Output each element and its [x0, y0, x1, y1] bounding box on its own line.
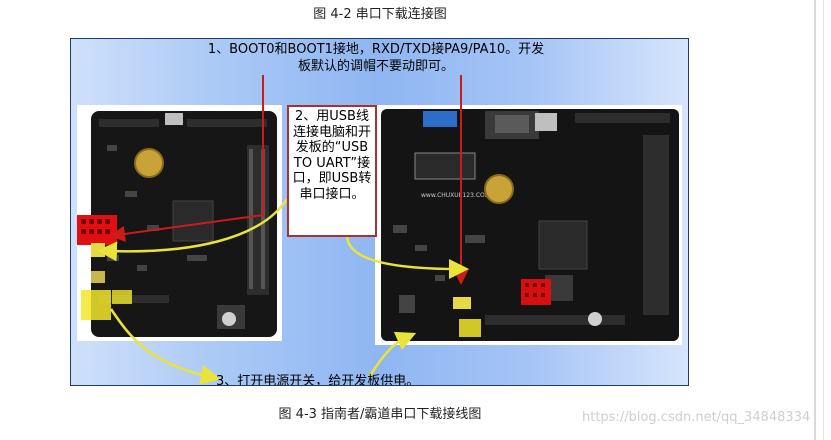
- page-divider-secondary: [823, 0, 824, 440]
- right-board-photo: www.CHUXUE123.COM: [375, 105, 682, 345]
- figure-panel: www.CHUXUE123.COM: [70, 38, 689, 386]
- annotation-power-switch: 3、打开电源开关，给开发板供电。: [216, 370, 419, 386]
- page-divider: [814, 0, 816, 440]
- annotation-usb-uart: 2、用USB线连接电脑和开发板的“USB TO UART”接口，即USB转串口接…: [287, 105, 377, 237]
- left-board-photo: [77, 105, 282, 341]
- csdn-watermark: https://blog.csdn.net/qq_34848334: [582, 410, 810, 425]
- figure-caption-top: 图 4-2 串口下载连接图: [0, 3, 760, 22]
- annotation-boot-jumpers: 1、BOOT0和BOOT1接地，RXD/TXD接PA9/PA10。开发板默认的调…: [206, 41, 546, 75]
- board-silkscreen-url: www.CHUXUE123.COM: [421, 192, 490, 199]
